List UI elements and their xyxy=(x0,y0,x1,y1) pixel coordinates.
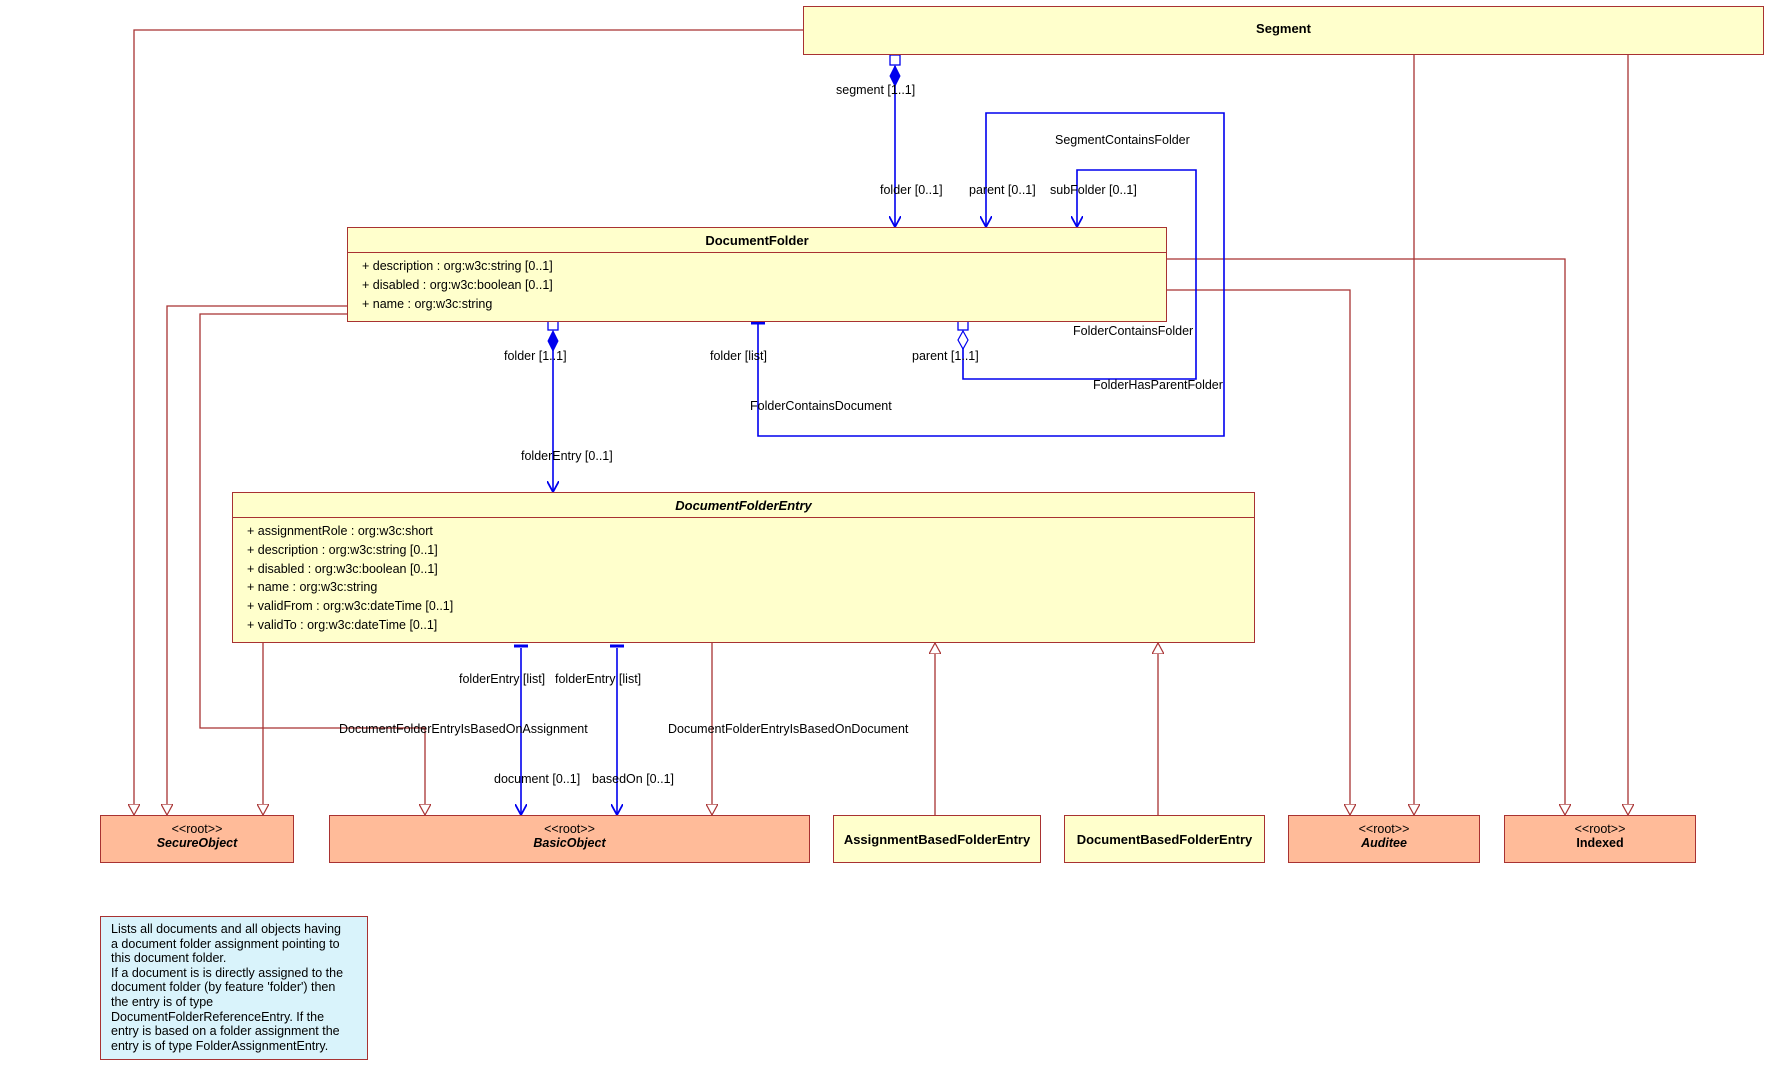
class-name: AssignmentBasedFolderEntry xyxy=(843,831,1031,847)
folder-composition-end xyxy=(547,319,559,353)
label-parent-one: parent [1..1] xyxy=(912,349,979,363)
label-based-on-end: basedOn [0..1] xyxy=(592,772,675,786)
label-folder-end: folder [0..1] xyxy=(880,183,943,197)
class-name: Auditee xyxy=(1361,836,1407,850)
class-name: Segment xyxy=(1256,21,1311,36)
label-segment-contains-folder: SegmentContainsFolder xyxy=(1055,133,1190,147)
gen-folder-basicobject xyxy=(199,313,425,815)
label-parent-end-top: parent [0..1] xyxy=(969,183,1036,197)
class-name: BasicObject xyxy=(533,836,606,850)
class-segment[interactable]: Segment xyxy=(803,6,1764,55)
stereotype: <<root>> xyxy=(1358,822,1410,836)
label-folder-list: folder [list] xyxy=(710,349,767,363)
attribute: + disabled : org:w3c:boolean [0..1] xyxy=(247,561,438,576)
label-subfolder-end: subFolder [0..1] xyxy=(1050,183,1137,197)
parent-aggregation-end xyxy=(957,319,969,351)
note-line: this document folder. xyxy=(111,951,227,966)
attribute: + name : org:w3c:string xyxy=(362,296,493,311)
label-entry-based-on-document: DocumentFolderEntryIsBasedOnDocument xyxy=(668,722,909,736)
note-line: Lists all documents and all objects havi… xyxy=(111,922,341,936)
note-line: entry is based on a folder assignment th… xyxy=(111,1024,340,1039)
stereotype: <<root>> xyxy=(171,822,223,836)
assoc-folder-contains-document xyxy=(757,112,1225,437)
stereotype: <<root>> xyxy=(1574,822,1626,836)
label-folder-contains-document: FolderContainsDocument xyxy=(750,399,892,413)
assoc-folder-contains-folder xyxy=(962,169,1197,380)
label-folder-has-parent-folder: FolderHasParentFolder xyxy=(1093,378,1223,392)
label-folder-entry-list-b: folderEntry [list] xyxy=(555,672,642,686)
attribute: + validTo : org:w3c:dateTime [0..1] xyxy=(247,617,438,632)
class-document-based-folder-entry[interactable]: DocumentBasedFolderEntry xyxy=(1064,815,1265,863)
label-document-end: document [0..1] xyxy=(494,772,581,786)
stereotype: <<root>> xyxy=(544,822,595,836)
class-auditee[interactable]: <<root>> Auditee xyxy=(1288,815,1480,863)
label-segment-end: segment [1..1] xyxy=(836,83,916,97)
label-folder-one: folder [1..1] xyxy=(504,349,567,363)
note-line: DocumentFolderReferenceEntry. If the xyxy=(111,1009,325,1024)
note-box: Lists all documents and all objects havi… xyxy=(100,916,368,1060)
label-entry-based-on-assignment: DocumentFolderEntryIsBasedOnAssignment xyxy=(339,722,588,736)
class-basic-object[interactable]: <<root>> BasicObject xyxy=(329,815,810,863)
class-name: DocumentBasedFolderEntry xyxy=(1076,831,1253,847)
attribute: + description : org:w3c:string [0..1] xyxy=(247,542,438,557)
note-line: a document folder assignment pointing to xyxy=(111,936,340,951)
note-line: If a document is is directly assigned to… xyxy=(111,965,344,980)
attribute: + description : org:w3c:string [0..1] xyxy=(362,259,553,273)
class-name: DocumentFolderEntry xyxy=(233,493,1254,518)
attribute: + validFrom : org:w3c:dateTime [0..1] xyxy=(247,599,454,614)
attribute-list: + description : org:w3c:string [0..1] + … xyxy=(348,253,1166,313)
gen-folder-indexed xyxy=(1166,258,1565,815)
label-folder-contains-folder: FolderContainsFolder xyxy=(1073,324,1194,338)
note-line: document folder (by feature 'folder') th… xyxy=(111,980,336,995)
attribute-list: + assignmentRole : org:w3c:short + descr… xyxy=(233,518,1254,635)
note-line: entry is of type FolderAssignmentEntry. xyxy=(111,1038,329,1053)
class-name: Indexed xyxy=(1576,836,1624,850)
class-document-folder[interactable]: DocumentFolder + description : org:w3c:s… xyxy=(347,227,1167,322)
class-secure-object[interactable]: <<root>> SecureObject xyxy=(100,815,294,863)
class-name: DocumentFolder xyxy=(348,228,1166,253)
gen-folder-auditee xyxy=(1166,289,1350,815)
class-name: SecureObject xyxy=(156,836,238,850)
note-line: the entry is of type xyxy=(111,994,214,1009)
attribute: + disabled : org:w3c:boolean [0..1] xyxy=(362,277,553,292)
attribute: + assignmentRole : org:w3c:short xyxy=(247,524,433,538)
segment-composition-end xyxy=(889,54,901,88)
label-folder-entry-list-a: folderEntry [list] xyxy=(459,672,546,686)
attribute: + name : org:w3c:string xyxy=(247,580,378,595)
gen-segment-secureobject xyxy=(134,29,803,815)
label-folder-entry-end: folderEntry [0..1] xyxy=(521,449,613,463)
class-assignment-based-folder-entry[interactable]: AssignmentBasedFolderEntry xyxy=(833,815,1041,863)
class-indexed[interactable]: <<root>> Indexed xyxy=(1504,815,1696,863)
gen-folder-secureobject xyxy=(167,305,347,815)
class-document-folder-entry[interactable]: DocumentFolderEntry + assignmentRole : o… xyxy=(232,492,1255,643)
